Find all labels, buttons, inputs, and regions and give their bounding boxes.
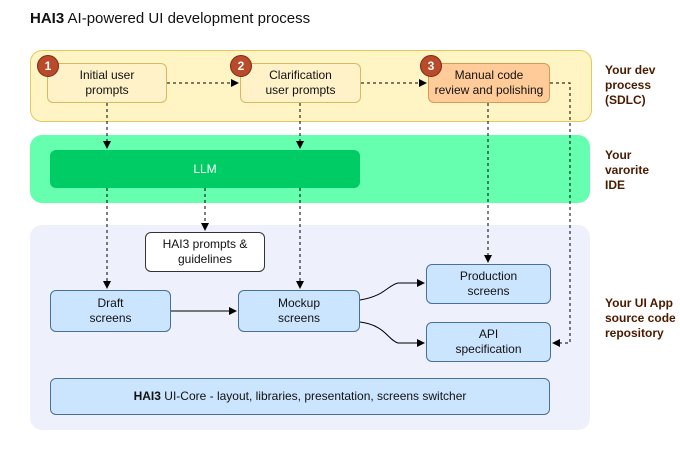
arrow-mockup-to-api <box>359 321 425 347</box>
manual-review-box: Manual code review and polishing <box>428 63 550 103</box>
arrow-mockup-to-production <box>359 279 425 301</box>
step-badge-1: 1 <box>37 55 59 77</box>
mockup-screens-box: Mockup screens <box>238 290 360 332</box>
step-badge-3: 3 <box>420 55 442 77</box>
ide-label: Your varorite IDE <box>605 148 650 192</box>
initial-prompts-box: Initial user prompts <box>47 63 167 103</box>
ui-core-box: HAI3 UI-Core - layout, libraries, presen… <box>50 378 550 415</box>
step-badge-2: 2 <box>230 55 252 77</box>
core-brand: HAI3 <box>133 389 161 403</box>
arrow-review-to-api <box>550 82 571 347</box>
sdlc-label: Your dev process (SDLC) <box>605 63 656 107</box>
draft-screens-box: Draft screens <box>50 290 171 332</box>
core-text: UI-Core - layout, libraries, presentatio… <box>164 389 467 403</box>
hai3-prompts-box: HAI3 prompts & guidelines <box>145 232 265 272</box>
production-screens-box: Production screens <box>426 264 551 304</box>
api-spec-box: API specification <box>426 322 551 362</box>
llm-box: LLM <box>50 150 360 188</box>
title-brand: HAI3 <box>30 10 65 27</box>
diagram-title: HAI3 AI-powered UI development process <box>30 10 310 27</box>
title-text: AI-powered UI development process <box>67 10 311 27</box>
clarification-prompts-box: Clarification user prompts <box>240 63 361 103</box>
repo-label: Your UI App source code repository <box>605 296 676 340</box>
